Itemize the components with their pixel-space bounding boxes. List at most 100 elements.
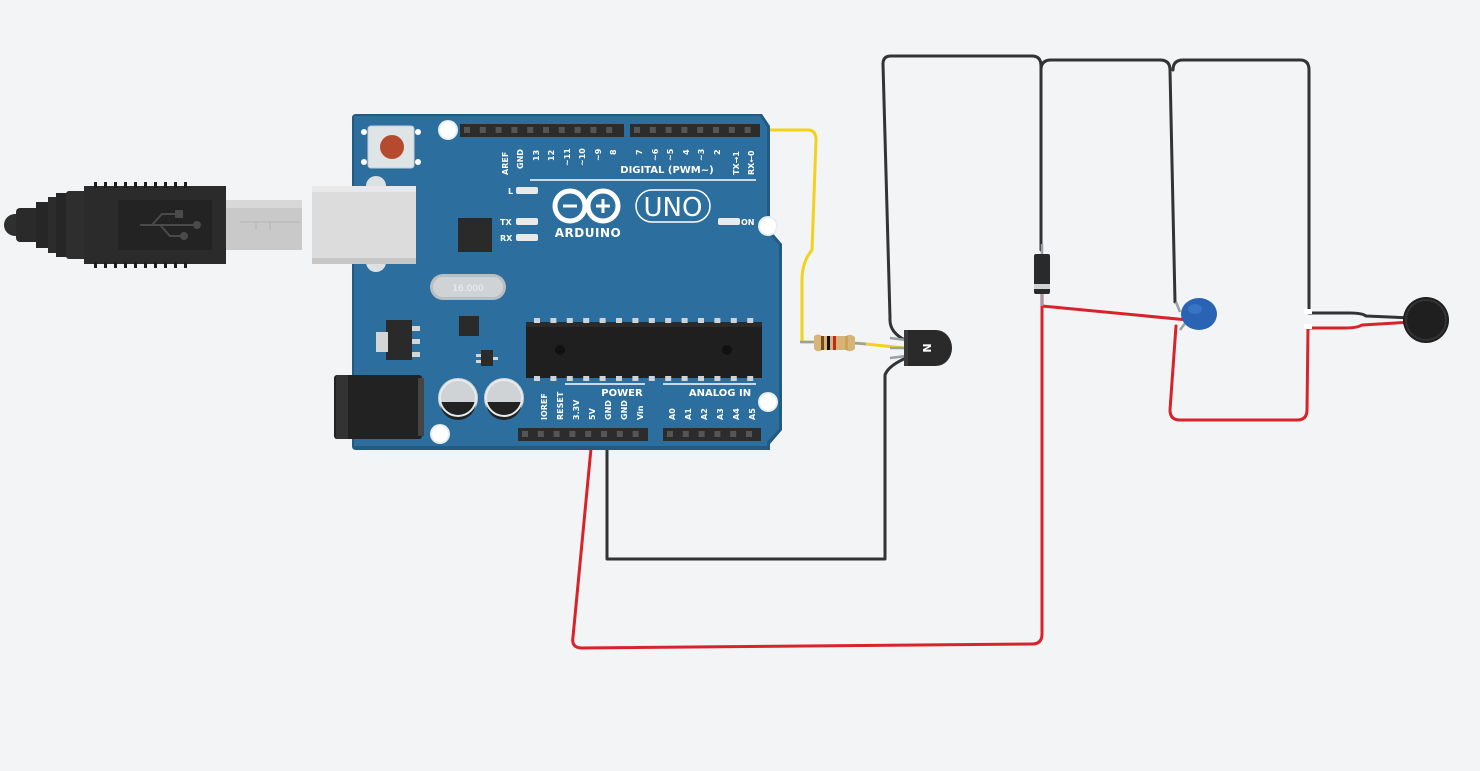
resistor[interactable]	[800, 334, 867, 352]
header-pin-socket[interactable]	[714, 431, 721, 437]
header-pin-socket[interactable]	[746, 431, 752, 437]
header-pin-socket[interactable]	[537, 431, 544, 437]
wire-bus-motor[interactable]	[1171, 58, 1311, 314]
wire-motor-lead-black[interactable]	[1307, 311, 1414, 320]
chip-leg	[566, 376, 573, 381]
header-pin-socket[interactable]	[681, 127, 688, 133]
header-pin-socket[interactable]	[574, 127, 581, 133]
header-pin-socket[interactable]	[590, 127, 597, 133]
pin-label: 12	[547, 150, 556, 161]
brand-label: ARDUINO	[555, 226, 621, 240]
pin-label: Vin	[636, 405, 645, 420]
header-pin-socket[interactable]	[616, 431, 623, 437]
pin-label: A5	[748, 408, 757, 420]
header-pin-socket[interactable]	[553, 431, 560, 437]
header-pin-socket[interactable]	[713, 127, 719, 133]
wire-ground[interactable]	[605, 356, 908, 561]
usb-chip	[458, 218, 492, 252]
pin-label: A3	[716, 408, 725, 420]
chip-leg	[534, 376, 540, 381]
wire-cap-motor-loop[interactable]	[1168, 324, 1310, 422]
diode[interactable]	[1034, 244, 1050, 306]
chip-leg	[632, 376, 639, 381]
digital-pin-labels-right: 7 ~6 ~5 4 ~3 2 TX→1 RX←0	[635, 148, 756, 175]
digital-header-right[interactable]	[630, 124, 760, 137]
pin-label: ~9	[594, 148, 603, 161]
chip-leg	[534, 318, 540, 323]
led-label-rx: RX	[500, 234, 513, 243]
header-pin-socket[interactable]	[697, 127, 704, 133]
mounting-holes	[430, 120, 778, 444]
wire-motor-lead-red[interactable]	[1306, 320, 1414, 330]
npn-transistor[interactable]: N	[889, 330, 952, 366]
header-pin-socket[interactable]	[728, 127, 735, 133]
pin-label: IOREF	[540, 393, 549, 420]
header-pin-socket[interactable]	[479, 127, 486, 133]
pin-label: ~3	[697, 149, 706, 161]
chip-leg	[616, 318, 622, 323]
wire-collector-bus[interactable]	[881, 54, 1043, 342]
header-pin-socket[interactable]	[665, 127, 672, 133]
header-pin-socket[interactable]	[543, 127, 549, 133]
wire-power-5v[interactable]	[571, 290, 1044, 650]
header-pin-socket[interactable]	[632, 431, 639, 437]
uno-badge	[635, 189, 711, 223]
pin-label: RX←0	[747, 150, 756, 175]
header-pin-socket[interactable]	[495, 127, 502, 133]
pin-label: A2	[700, 408, 709, 420]
header-pin-socket[interactable]	[601, 431, 607, 437]
header-pin-socket[interactable]	[634, 127, 640, 133]
header-pin-socket[interactable]	[558, 127, 565, 133]
led-label-on: ON	[741, 218, 755, 227]
header-pin-socket[interactable]	[522, 431, 528, 437]
header-pin-socket[interactable]	[527, 127, 534, 133]
pin-label: 3.3V	[572, 399, 581, 420]
arduino-uno-board[interactable]: 16.000 L TX RX ON ARDUINO UNO	[312, 114, 782, 450]
chip-leg	[550, 376, 557, 381]
chip-leg	[747, 318, 754, 323]
chip-leg	[681, 318, 688, 323]
chip-leg	[632, 318, 639, 323]
header-pin-socket[interactable]	[649, 127, 656, 133]
pin-label: TX→1	[732, 151, 741, 175]
header-pin-socket[interactable]	[682, 431, 689, 437]
usb-b-port	[312, 176, 416, 272]
wire-diode-capacitor[interactable]	[1040, 304, 1190, 322]
onboard-leds	[516, 187, 740, 241]
pin-label: AREF	[501, 152, 510, 175]
header-pin-socket[interactable]	[585, 431, 592, 437]
chip-leg	[714, 376, 721, 381]
chip-leg	[714, 318, 721, 323]
chip-leg	[665, 318, 672, 323]
header-pin-socket[interactable]	[606, 127, 613, 133]
pin-label: 5V	[588, 407, 597, 420]
header-pin-socket[interactable]	[464, 127, 470, 133]
header-pin-socket[interactable]	[569, 431, 576, 437]
power-header[interactable]	[518, 428, 648, 441]
wire-bus-capacitor[interactable]	[1039, 58, 1177, 304]
header-pin-socket[interactable]	[730, 431, 737, 437]
analog-header-label: ANALOG IN	[689, 388, 751, 399]
pin-label: GND	[620, 400, 629, 420]
chip-leg	[583, 318, 590, 323]
pin-label: GND	[516, 149, 525, 169]
reset-button[interactable]	[361, 125, 421, 169]
vibration-motor[interactable]	[1304, 297, 1449, 343]
pin-label: A0	[668, 408, 677, 420]
model-label: UNO	[644, 193, 703, 223]
logo-minus-plus-icons	[563, 199, 610, 213]
pin-label: ~11	[563, 148, 572, 166]
header-pin-socket[interactable]	[698, 431, 705, 437]
header-pin-socket[interactable]	[667, 431, 673, 437]
usb-symbol-icon	[140, 210, 201, 240]
ceramic-capacitor[interactable]	[1174, 298, 1217, 331]
smd-transistor	[476, 350, 498, 366]
header-pin-socket[interactable]	[744, 127, 751, 133]
chip-leg	[648, 318, 655, 323]
crystal-oscillator: 16.000	[430, 274, 506, 300]
wire-signal-d3[interactable]	[702, 128, 818, 344]
header-pin-socket[interactable]	[511, 127, 518, 133]
chip-leg	[730, 318, 737, 323]
usb-cable[interactable]	[4, 182, 302, 268]
chip-leg	[698, 318, 704, 323]
